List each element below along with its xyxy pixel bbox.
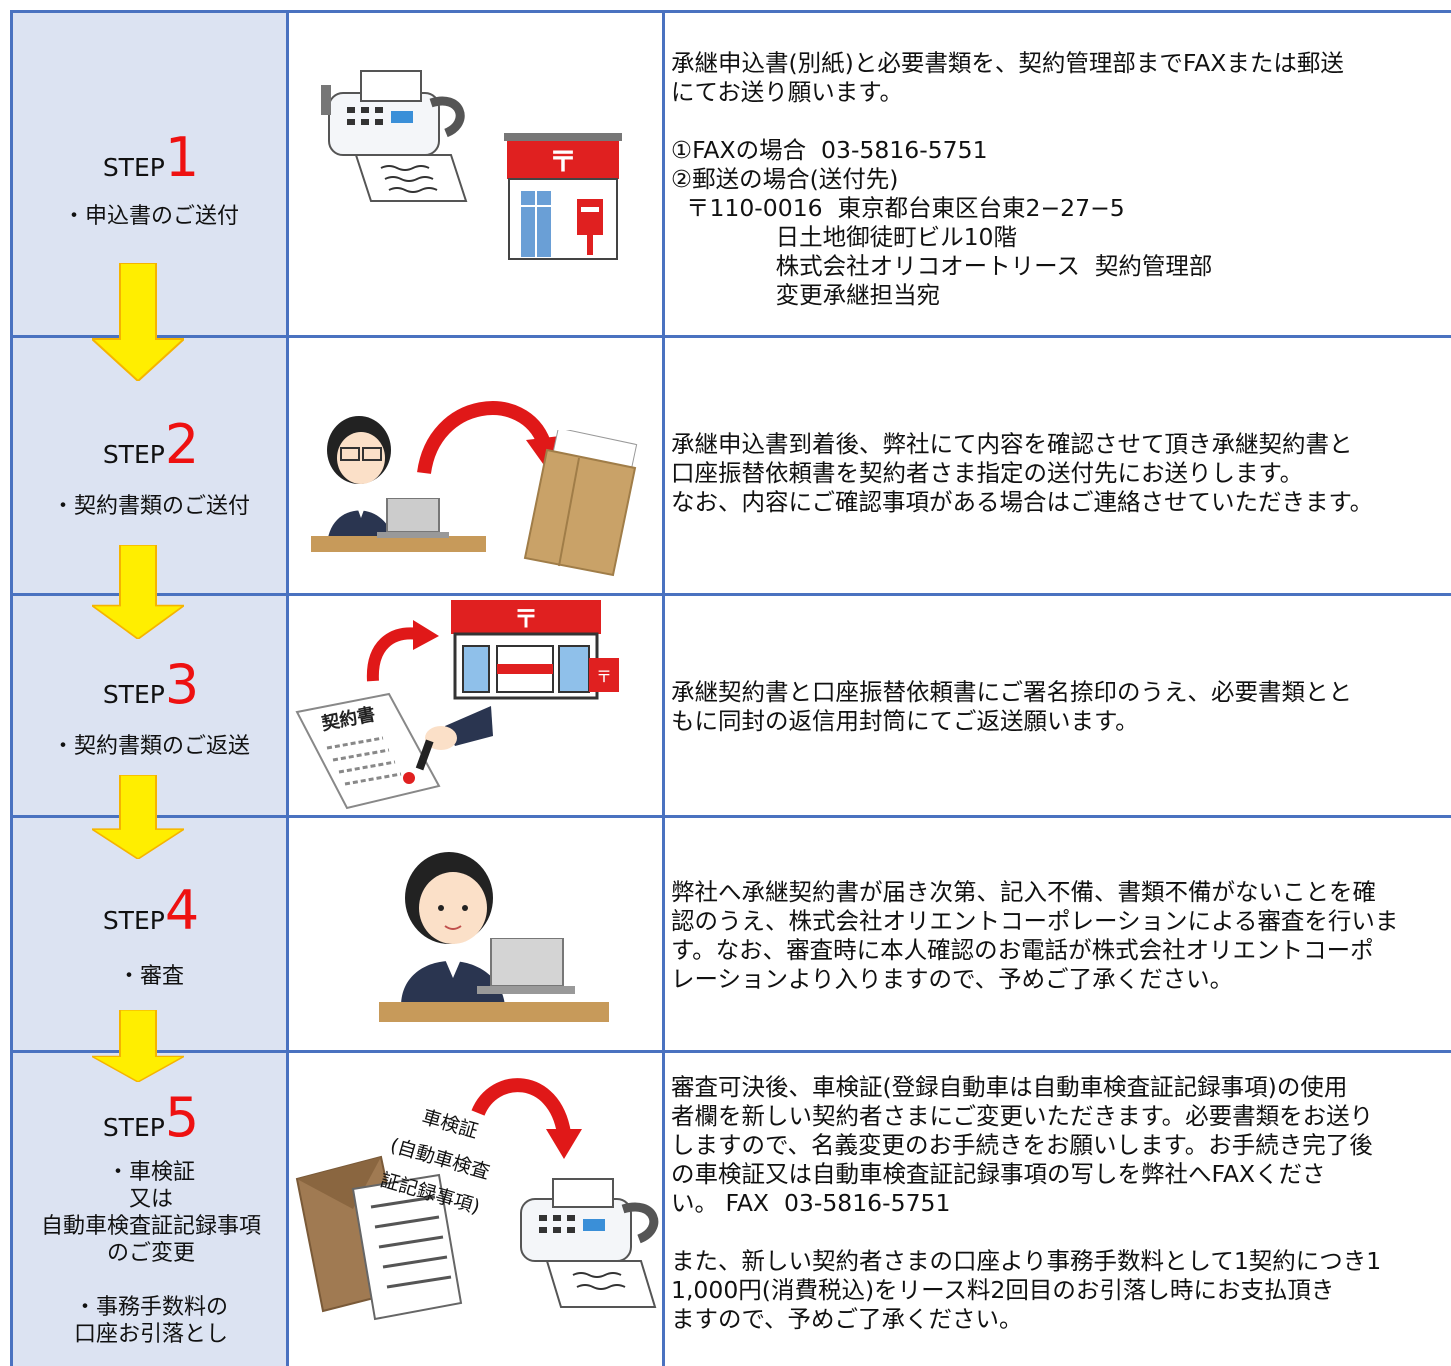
step-label: STEP: [102, 440, 165, 469]
office-worker-icon: [379, 852, 609, 1022]
step-number: 5: [164, 1086, 200, 1149]
post-office-icon: 〒 〒: [451, 600, 619, 700]
step-description-4: 弊社へ承継契約書が届き次第、記入不備、書類不備がないことを確 認のうえ、株式会社…: [671, 878, 1399, 993]
fax-machine-icon: [321, 70, 468, 202]
step-row-2: STEP2 ・契約書類のご送付: [10, 335, 1451, 593]
illustration-cell-2: [286, 335, 662, 593]
step-label: STEP: [102, 1113, 165, 1142]
step-label: STEP: [102, 906, 165, 935]
svg-text:〒: 〒: [514, 605, 538, 633]
step-description-1: 承継申込書(別紙)と必要書類を、契約管理部までFAXまたは郵送 にてお送り願いま…: [671, 49, 1344, 309]
down-arrow-icon: [92, 1010, 184, 1082]
step-row-3: STEP3 ・契約書類のご返送 〒 〒 契約書: [10, 593, 1451, 815]
step-row-1: STEP1 ・申込書のご送付 〒: [10, 10, 1451, 335]
step-label: STEP: [102, 153, 165, 182]
office-worker-icon: [311, 416, 486, 552]
step-subtitle-2: ・契約書類のご送付: [51, 494, 250, 519]
step-subtitle-5: ・車検証 又は 自動車検査証記録事項 のご変更 ・事務手数料の 口座お引落とし: [40, 1160, 261, 1347]
svg-text:〒: 〒: [596, 667, 612, 686]
step-number: 1: [164, 126, 200, 189]
laptop-icon: [477, 938, 575, 994]
step-number: 4: [164, 879, 200, 942]
step-subtitle-3: ・契約書類のご返送: [51, 734, 250, 759]
step-heading-5: STEP5: [13, 1091, 289, 1145]
step-subtitle-4: ・審査: [117, 964, 184, 989]
step-number: 3: [164, 653, 200, 716]
envelope-icon: [523, 430, 638, 577]
step-description-5: 審査可決後、車検証(登録自動車は自動車検査証記録事項)の使用 者欄を新しい契約者…: [671, 1073, 1382, 1333]
description-cell-2: 承継申込書到着後、弊社にて内容を確認させて頂き承継契約書と 口座振替依頼書を契約…: [662, 335, 1451, 593]
down-arrow-icon: [92, 545, 184, 639]
post-office-icon: 〒: [504, 133, 622, 260]
illustration-cell-3: 〒 〒 契約書: [286, 593, 662, 815]
laptop-icon: [377, 498, 449, 538]
step-description-2: 承継申込書到着後、弊社にて内容を確認させて頂き承継契約書と 口座振替依頼書を契約…: [671, 430, 1374, 516]
illustration-cell-5: 車検証 (自動車検査 証記録事項): [286, 1050, 662, 1366]
down-arrow-icon: [92, 263, 184, 381]
step-heading-4: STEP4: [13, 884, 289, 938]
step-row-5: STEP5 ・車検証 又は 自動車検査証記録事項 のご変更 ・事務手数料の 口座…: [10, 1050, 1451, 1366]
description-cell-1: 承継申込書(別紙)と必要書類を、契約管理部までFAXまたは郵送 にてお送り願いま…: [662, 10, 1451, 335]
step-label: STEP: [102, 680, 165, 709]
down-arrow-icon: [92, 775, 184, 859]
step-description-3: 承継契約書と口座振替依頼書にご署名捺印のうえ、必要書類とと もに同封の返信用封筒…: [671, 678, 1353, 735]
description-cell-5: 審査可決後、車検証(登録自動車は自動車検査証記録事項)の使用 者欄を新しい契約者…: [662, 1050, 1451, 1366]
step-subtitle-1: ・申込書のご送付: [62, 204, 239, 229]
step-heading-1: STEP1: [13, 131, 289, 185]
illustration-cell-1: 〒: [286, 10, 662, 335]
fax-machine-icon: [520, 1178, 659, 1308]
document-icon: [351, 1173, 463, 1321]
red-arrow-icon: [417, 401, 560, 475]
step-heading-2: STEP2: [13, 418, 289, 472]
step-number: 2: [164, 413, 200, 476]
stamp-hand-icon: [415, 706, 493, 771]
contract-document-icon: 契約書: [295, 692, 441, 810]
svg-text:〒: 〒: [549, 145, 577, 178]
step-row-4: STEP4 ・審査 弊社へ承継契約書が届き次第、記入不備、書類不備がないことを確…: [10, 815, 1451, 1050]
description-cell-3: 承継契約書と口座振替依頼書にご署名捺印のうえ、必要書類とと もに同封の返信用封筒…: [662, 593, 1451, 815]
description-cell-4: 弊社へ承継契約書が届き次第、記入不備、書類不備がないことを確 認のうえ、株式会社…: [662, 815, 1451, 1050]
red-arrow-icon: [471, 1078, 582, 1159]
step-cell-5: STEP5 ・車検証 又は 自動車検査証記録事項 のご変更 ・事務手数料の 口座…: [10, 1050, 286, 1366]
illustration-cell-4: [286, 815, 662, 1050]
step-heading-3: STEP3: [13, 658, 289, 712]
red-arrow-icon: [366, 620, 439, 682]
